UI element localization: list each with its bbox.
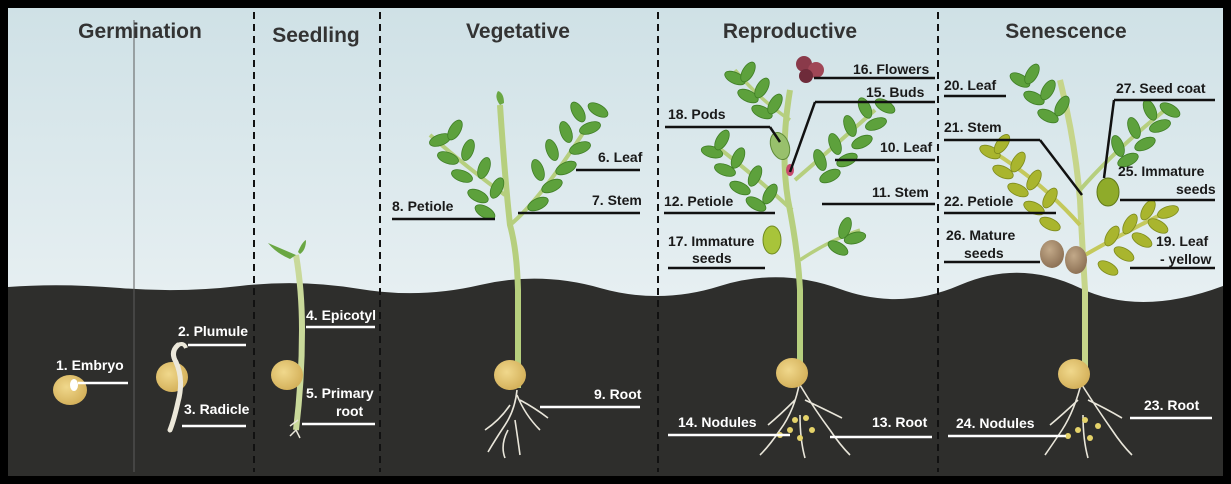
label-immature-25: 25. Immature (1118, 163, 1205, 179)
label-buds-15: 15. Buds (866, 84, 925, 100)
label-leaf-yellow-19: 19. Leaf (1156, 233, 1208, 249)
label-stem-7: 7. Stem (592, 192, 642, 208)
label-nodules-14: 14. Nodules (678, 414, 757, 430)
label-pods-18: 18. Pods (668, 106, 726, 122)
stage-title-seedling: Seedling (272, 24, 360, 47)
label-mature-26-2: seeds (964, 245, 1004, 261)
label-seed-coat-27: 27. Seed coat (1116, 80, 1206, 96)
label-petiole-12: 12. Petiole (664, 193, 733, 209)
label-root-13: 13. Root (872, 414, 928, 430)
label-leaf-20: 20. Leaf (944, 77, 996, 93)
label-epicotyl: 4. Epicotyl (306, 307, 376, 323)
label-root-9: 9. Root (594, 386, 642, 402)
label-stem-21: 21. Stem (944, 119, 1002, 135)
label-nodules-24: 24. Nodules (956, 415, 1035, 431)
label-flowers-16: 16. Flowers (853, 61, 929, 77)
label-leaf-6: 6. Leaf (598, 149, 643, 165)
label-mature-26: 26. Mature (946, 227, 1015, 243)
label-immature-25-2: seeds (1176, 181, 1216, 197)
label-leaf-yellow-19-2: - yellow (1160, 251, 1211, 267)
stage-title-senescence: Senescence (1005, 20, 1126, 43)
embryo-seed (53, 375, 87, 405)
label-plumule: 2. Plumule (178, 323, 248, 339)
stage-title-vegetative: Vegetative (466, 20, 570, 43)
label-petiole-8: 8. Petiole (392, 198, 454, 214)
label-petiole-22: 22. Petiole (944, 193, 1013, 209)
label-root-23: 23. Root (1144, 397, 1200, 413)
stage-title-reproductive: Reproductive (723, 20, 857, 43)
label-primary-root: 5. Primary (306, 385, 374, 401)
label-stem-11: 11. Stem (872, 184, 929, 200)
soil-area (8, 273, 1223, 476)
label-radicle: 3. Radicle (184, 401, 250, 417)
label-immature-17: 17. Immature (668, 233, 755, 249)
label-immature-17-2: seeds (692, 250, 732, 266)
stage-title-germination: Germination (78, 20, 202, 43)
label-primary-root-2: root (336, 403, 364, 419)
label-leaf-10: 10. Leaf (880, 139, 932, 155)
label-embryo: 1. Embryo (56, 357, 124, 373)
